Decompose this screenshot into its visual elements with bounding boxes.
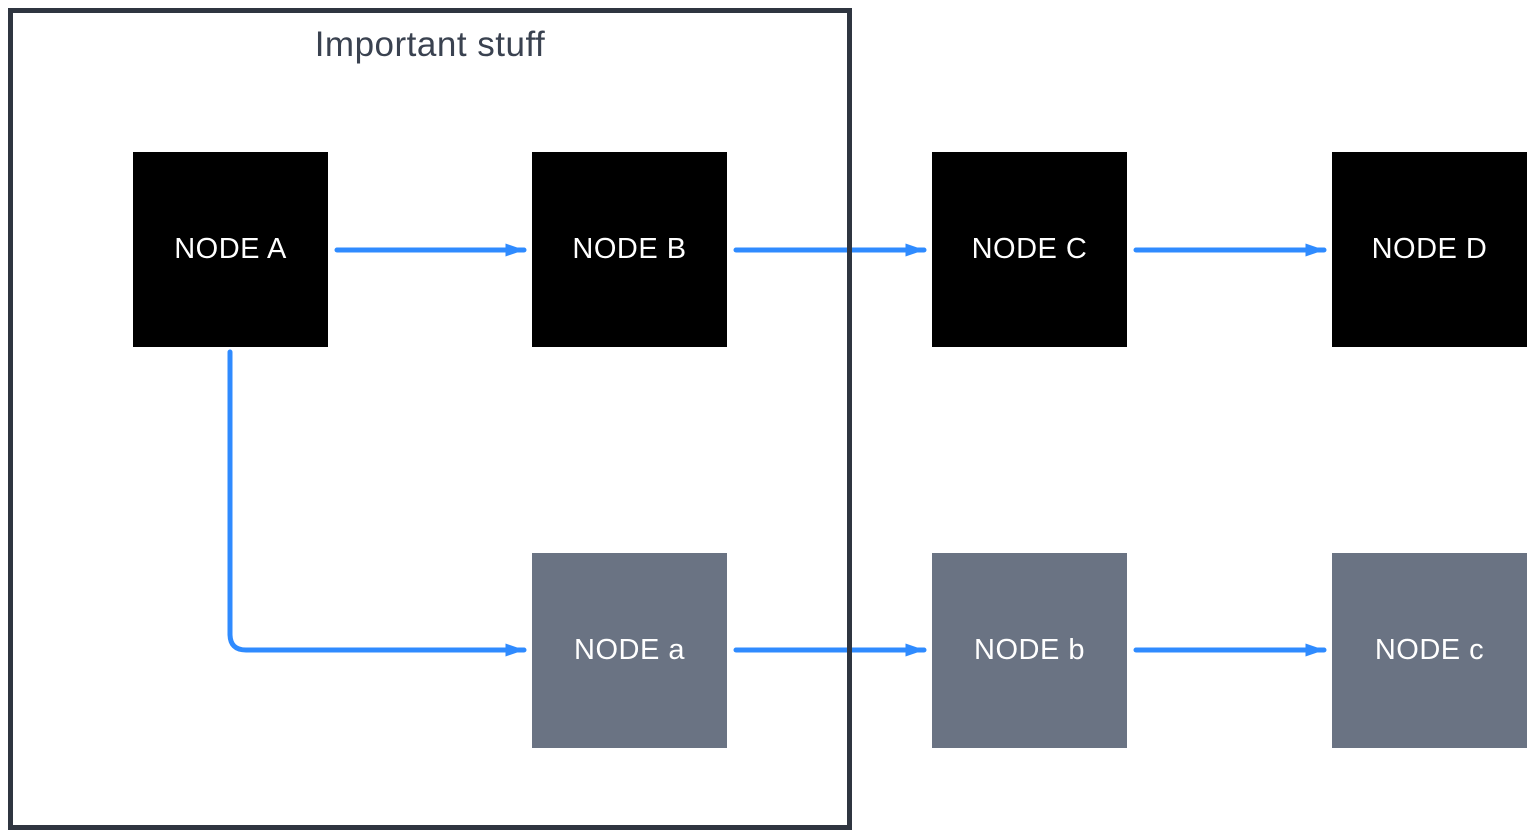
node-a-label: NODE a [574,634,685,666]
node-D: NODE D [1332,152,1527,347]
node-C-label: NODE C [971,233,1088,265]
node-B-label: NODE B [572,233,687,265]
node-c-label: NODE c [1374,634,1485,666]
edge-A-to-a [227,349,527,657]
node-D-label: NODE D [1371,233,1488,265]
node-C: NODE C [932,152,1127,347]
node-c: NODE c [1332,553,1527,748]
node-b-label: NODE b [974,634,1085,666]
node-A-label: NODE A [174,233,287,265]
node-a: NODE a [532,553,727,748]
node-A: NODE A [133,152,328,347]
node-B: NODE B [532,152,727,347]
node-b: NODE b [932,553,1127,748]
